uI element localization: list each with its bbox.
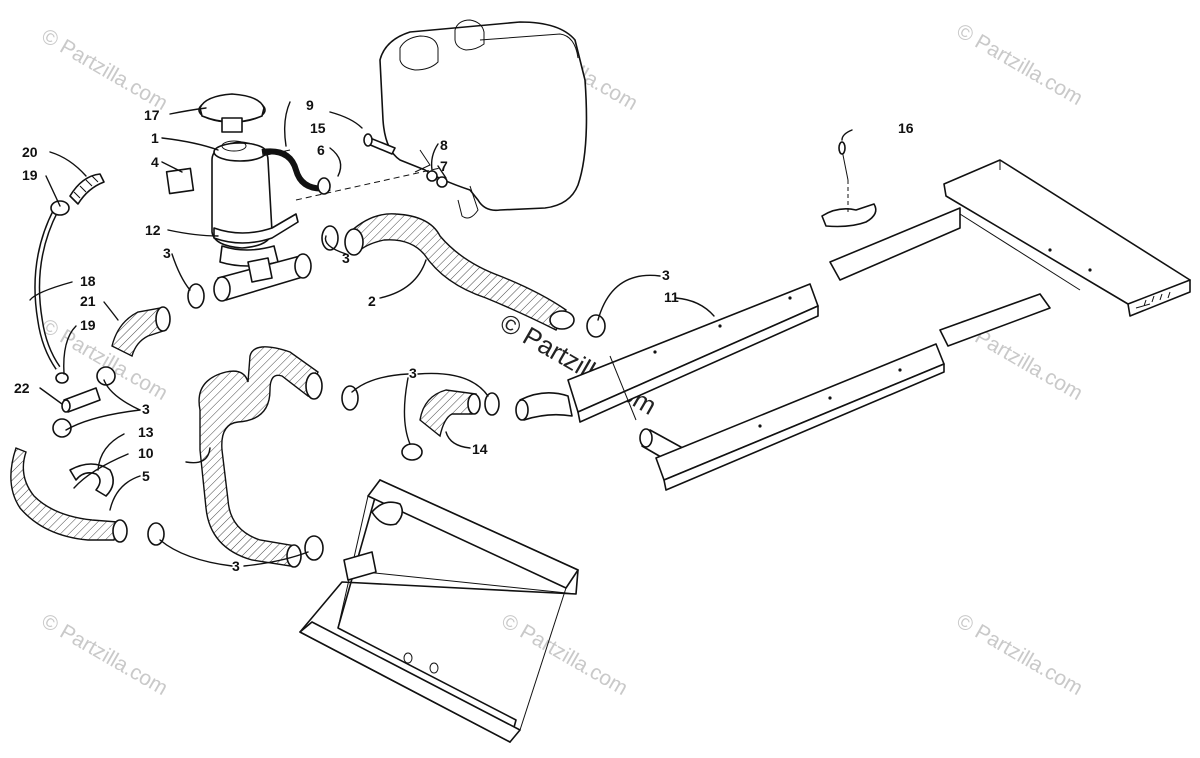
hose-14: [419, 389, 481, 438]
callout-3-clamp-c: 3: [662, 267, 670, 283]
heat-exchanger-panel: [299, 479, 579, 743]
callout-19-b: 19: [80, 317, 96, 333]
callout-7: 7: [440, 158, 448, 174]
callout-4: 4: [151, 154, 159, 170]
callout-14-final: 14: [472, 441, 488, 457]
rivet-16: [821, 141, 877, 228]
hose-2: [344, 213, 575, 331]
small-fitting-22: [55, 372, 101, 413]
callout-9: 9: [306, 97, 314, 113]
callout-3-clamp-b: 3: [342, 250, 350, 266]
callouts: 17 1 4 12 9 15 6 8 7 3 3 2 3 11 16 20 19…: [14, 97, 914, 574]
callout-21: 21: [80, 293, 96, 309]
fasteners-tank: [295, 133, 448, 201]
watermark-bottom-right: © Partzilla.com: [953, 609, 1087, 700]
overflow-bottle: [165, 93, 291, 249]
tee-fitting: [213, 253, 312, 302]
callout-6: 6: [317, 142, 325, 158]
callout-5: 5: [142, 468, 150, 484]
callout-2: 2: [368, 293, 376, 309]
overflow-hose: [261, 148, 331, 195]
callout-10: 10: [138, 445, 154, 461]
callout-3-clamp-a: 3: [163, 245, 171, 261]
hose-clamps: [52, 225, 606, 561]
watermark-bottom-left: © Partzilla.com: [38, 609, 172, 700]
hose-21: [111, 306, 171, 358]
callout-18: 18: [80, 273, 96, 289]
callout-12: 12: [145, 222, 161, 238]
callout-13: 13: [138, 424, 154, 440]
callout-16: 16: [898, 120, 914, 136]
callout-3-clamp-d: 3: [142, 401, 150, 417]
callout-19-upper: 19: [22, 167, 38, 183]
callout-1: 1: [151, 130, 159, 146]
callout-15: 15: [310, 120, 326, 136]
callout-11: 11: [664, 289, 679, 305]
leader-lines: [29, 101, 853, 567]
hose-10: [198, 346, 323, 568]
coolant-tank: [379, 19, 588, 219]
hose-18: [34, 173, 105, 370]
callout-3-clamp-e: 3: [232, 558, 240, 574]
watermark-top-left: © Partzilla.com: [38, 24, 172, 115]
callout-17: 17: [144, 107, 160, 123]
watermark-bottom-center: © Partzilla.com: [498, 609, 632, 700]
callout-20: 20: [22, 144, 38, 160]
callout-8: 8: [440, 137, 448, 153]
watermark-top-right: © Partzilla.com: [953, 19, 1087, 110]
heat-exchanger-rails: [567, 159, 1191, 491]
callout-3-clamp-f: 3: [409, 365, 417, 381]
hose-13-5: [10, 447, 128, 543]
callout-22: 22: [14, 380, 30, 396]
